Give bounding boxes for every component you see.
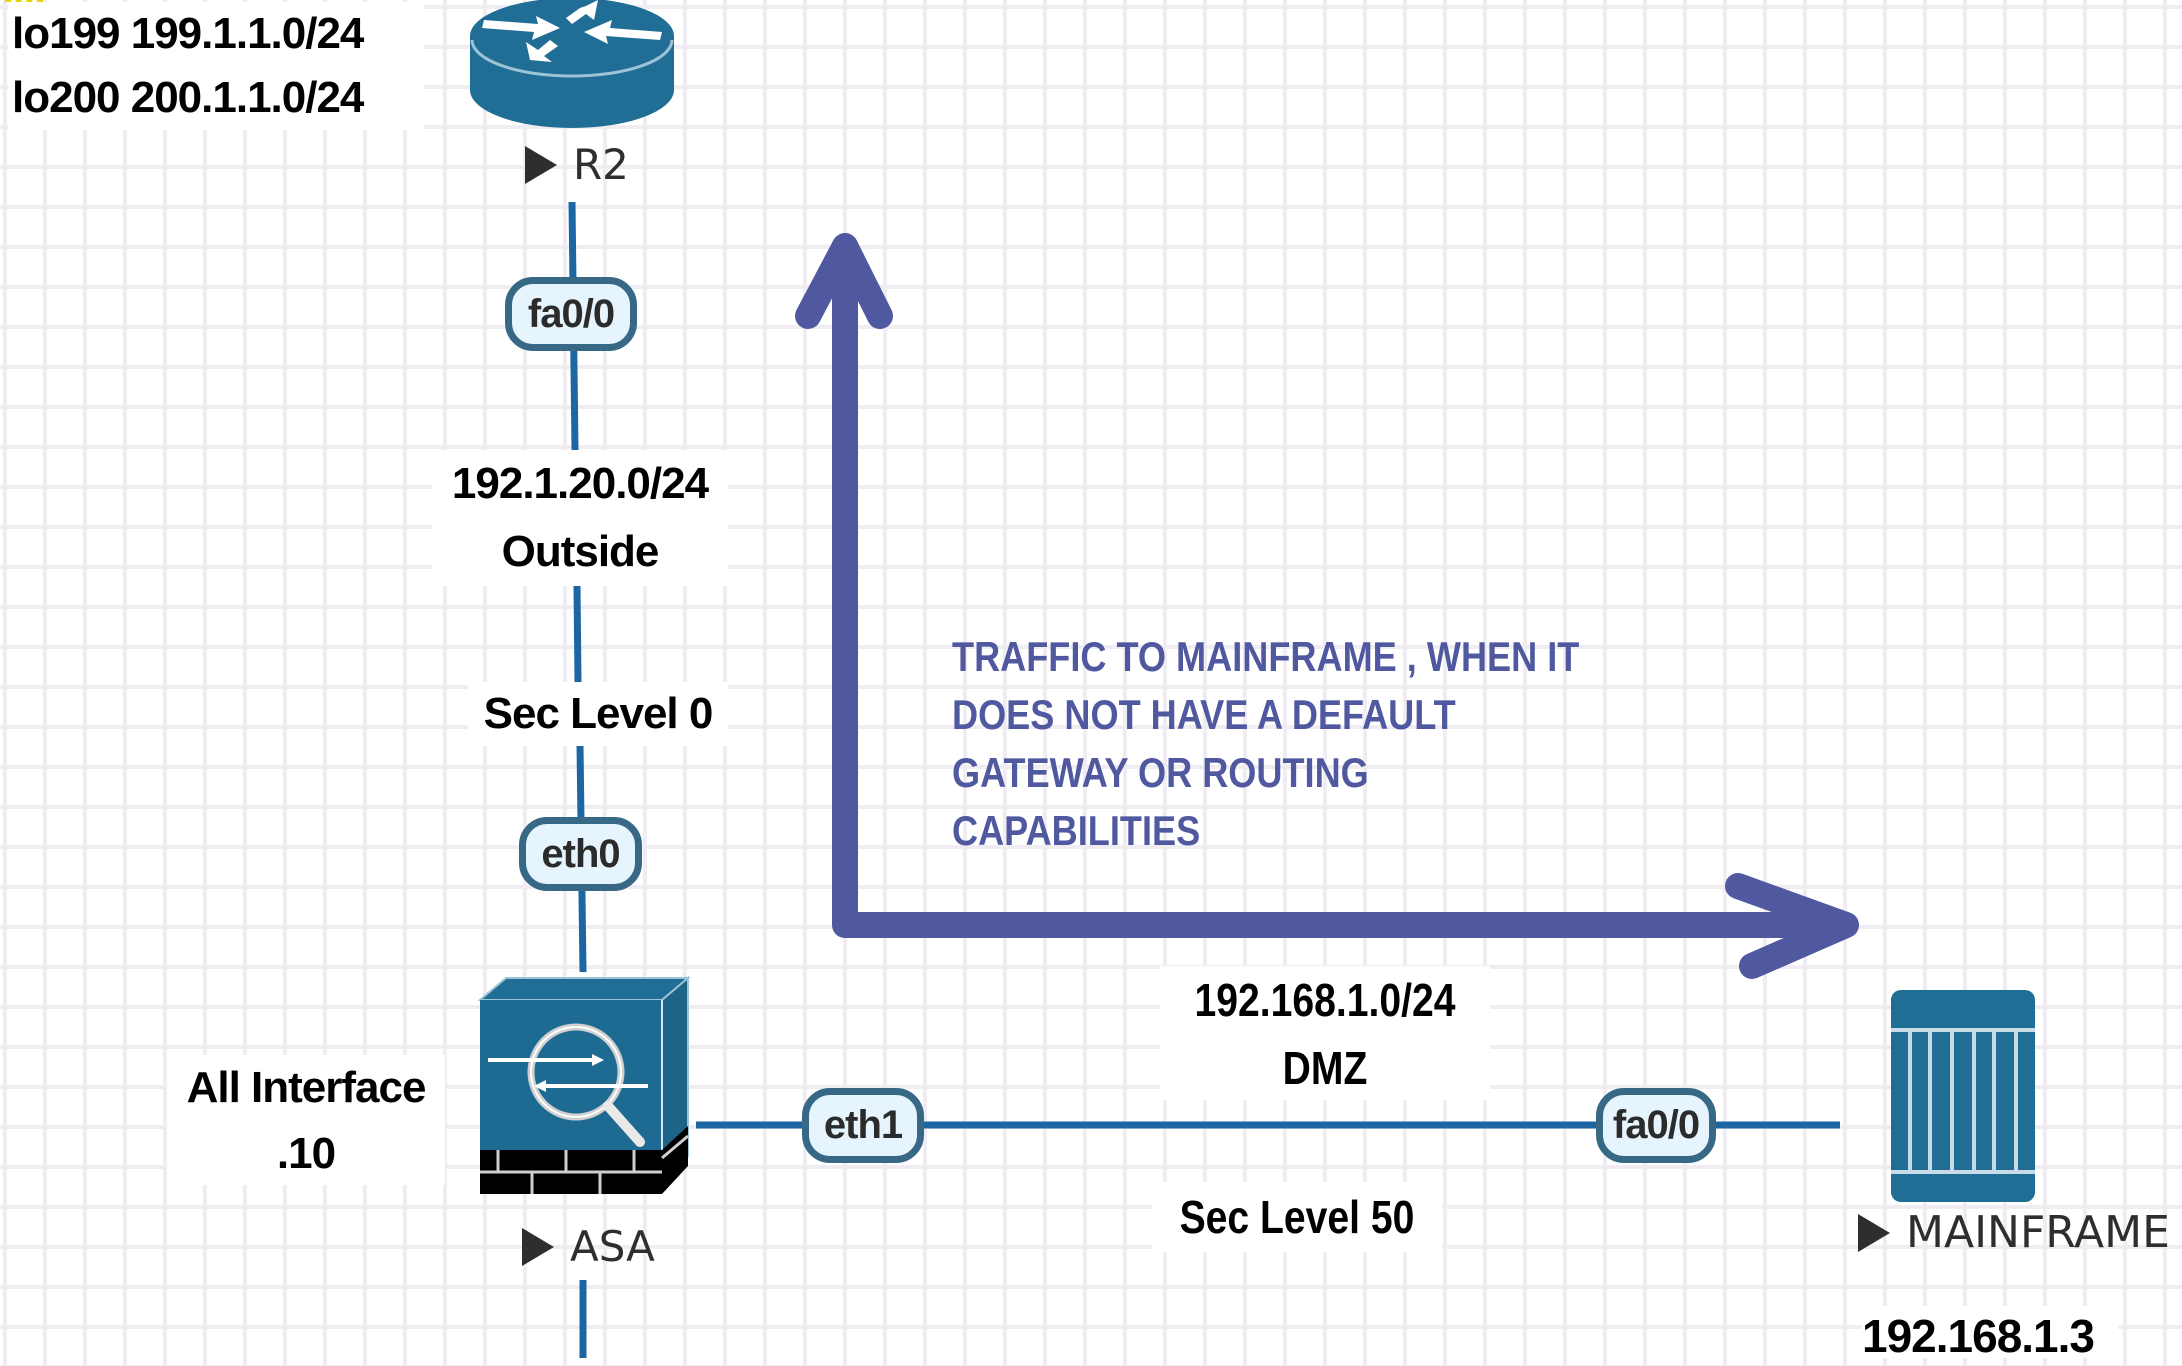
traffic-annotation: TRAFFIC TO MAINFRAME , WHEN IT DOES NOT … <box>952 628 1579 860</box>
traffic-arrow <box>795 233 1859 979</box>
security-level-text: Sec Level 50 <box>1179 1191 1415 1243</box>
interface-name: eth0 <box>541 831 620 876</box>
arrow-head-right <box>1725 873 1859 979</box>
annotation-line: DOES NOT HAVE A DEFAULT <box>952 691 1456 738</box>
asa-ip-caption: All Interface <box>186 1063 427 1112</box>
device-name: R2 <box>573 140 629 189</box>
mainframe-ip: 192.168.1.3 <box>1862 1310 2095 1362</box>
outside-security-level: Sec Level 0 <box>468 682 728 746</box>
arrow-head-up <box>795 233 893 329</box>
asa-interface-ip-label: All Interface .10 <box>167 1055 445 1185</box>
device-name: MAINFRAME <box>1906 1207 2170 1258</box>
loopback-label: lo199 199.1.1.0/24 lo200 200.1.1.0/24 <box>8 2 424 130</box>
annotation-line: TRAFFIC TO MAINFRAME , WHEN IT <box>952 633 1580 680</box>
annotation-line: GATEWAY OR ROUTING <box>952 749 1369 796</box>
mainframe-icon[interactable] <box>1890 989 2036 1203</box>
expand-triangle-icon[interactable] <box>525 145 557 184</box>
expand-triangle-icon[interactable] <box>1858 1213 1890 1252</box>
dmz-network-label: 192.168.1.0/24 DMZ <box>1160 966 1490 1100</box>
interface-tag-asa-eth0[interactable]: eth0 <box>519 817 642 891</box>
interface-name: fa0/0 <box>527 291 615 336</box>
outside-network-label: 192.1.20.0/24 Outside <box>432 450 728 586</box>
outside-subnet: 192.1.20.0/24 <box>451 459 709 508</box>
link-r2-asa-middle[interactable] <box>573 585 582 683</box>
annotation-line: CAPABILITIES <box>952 807 1201 854</box>
mainframe-ip-label: 192.168.1.3 <box>1862 1306 2118 1362</box>
firewall-icon[interactable] <box>478 976 690 1216</box>
interface-tag-mainframe-fa0-0[interactable]: fa0/0 <box>1596 1088 1716 1163</box>
router-icon[interactable] <box>466 0 678 133</box>
security-level-text: Sec Level 0 <box>483 689 714 738</box>
interface-name: fa0/0 <box>1612 1103 1700 1147</box>
arrow-shaft <box>832 235 1858 938</box>
dmz-security-level: Sec Level 50 <box>1152 1182 1442 1252</box>
loopback-lo200: lo200 200.1.1.0/24 <box>12 73 364 122</box>
interface-name: eth1 <box>823 1103 903 1147</box>
device-label-asa[interactable]: ASA <box>522 1222 655 1271</box>
device-label-mainframe[interactable]: MAINFRAME <box>1858 1207 2170 1258</box>
asa-ip-host: .10 <box>276 1129 336 1178</box>
loopback-lo199: lo199 199.1.1.0/24 <box>12 9 364 58</box>
dmz-subnet: 192.168.1.0/24 <box>1194 974 1456 1026</box>
interface-tag-r2-fa0-0[interactable]: fa0/0 <box>505 277 637 351</box>
outside-zone: Outside <box>501 527 660 576</box>
dmz-zone: DMZ <box>1282 1042 1368 1094</box>
interface-tag-asa-eth1[interactable]: eth1 <box>802 1088 924 1163</box>
device-name: ASA <box>570 1222 655 1271</box>
expand-triangle-icon[interactable] <box>522 1227 554 1266</box>
device-label-r2[interactable]: R2 <box>525 140 629 189</box>
selection-marker <box>5 0 43 5</box>
